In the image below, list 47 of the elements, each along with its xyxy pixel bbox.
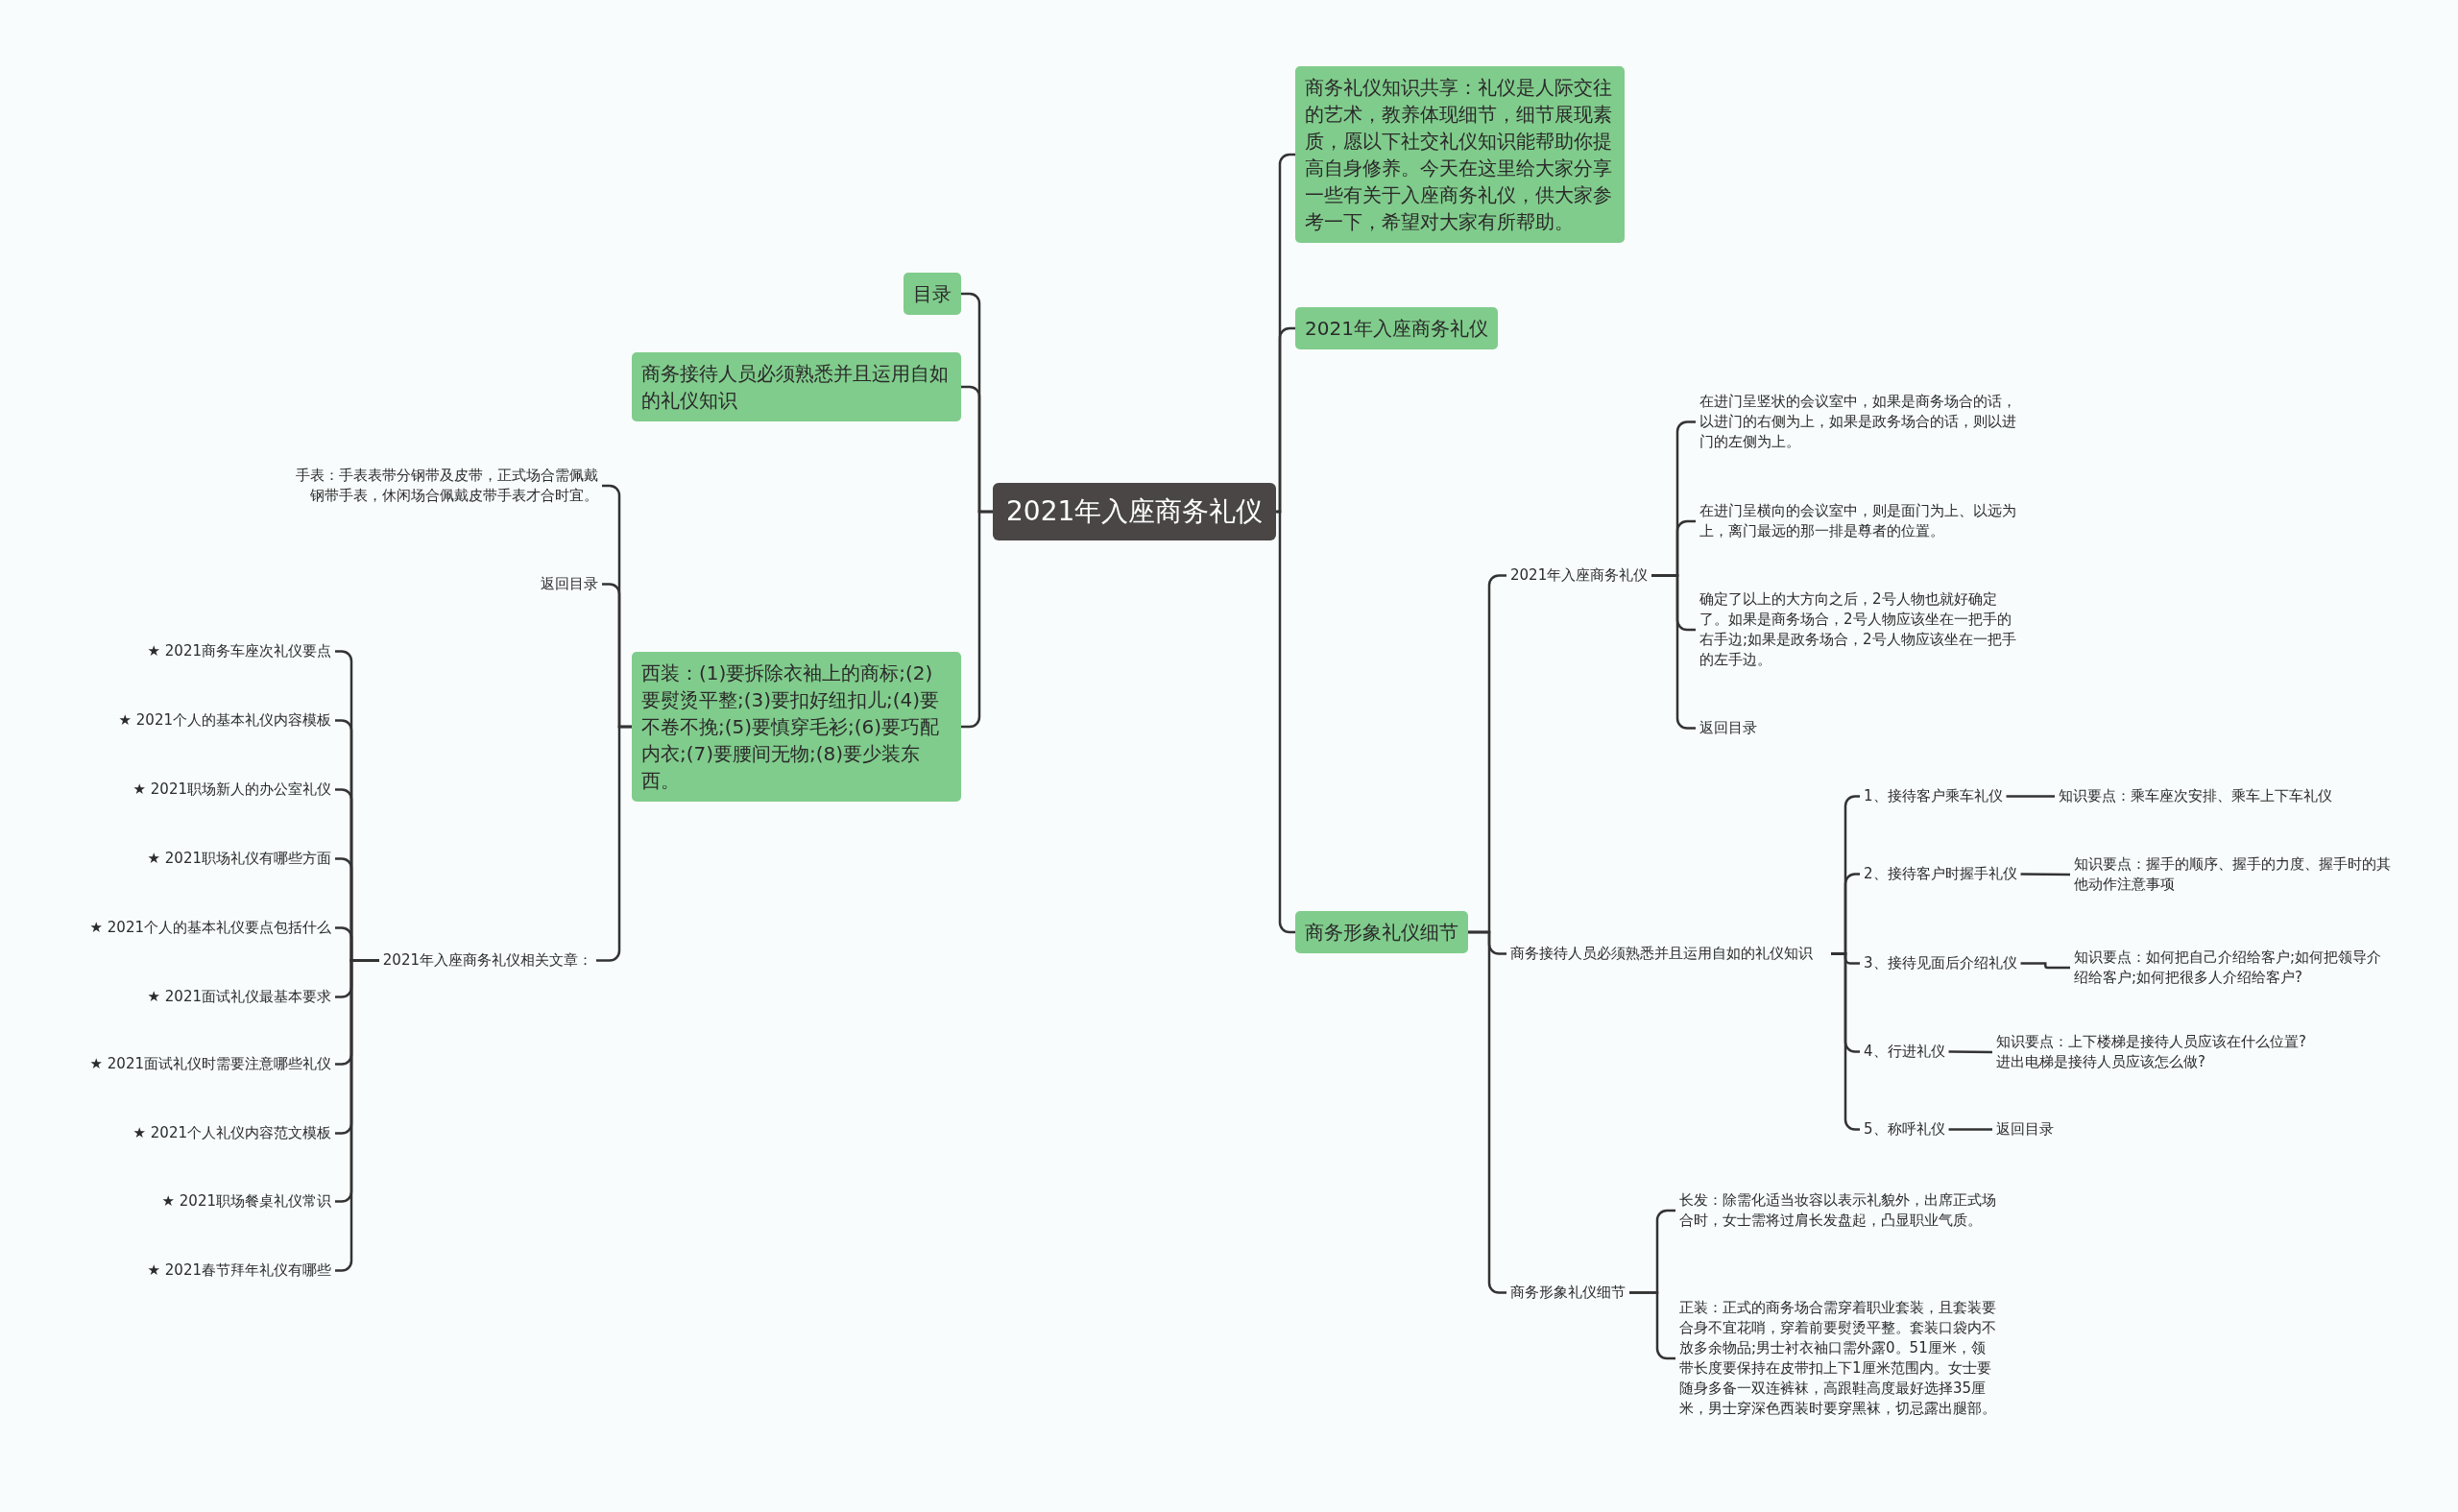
topic-text: 返回目录 [537,574,602,594]
connector-line [2006,795,2055,798]
topic-text: ★ 2021春节拜年礼仪有哪些 [143,1260,335,1281]
topic-text: 知识要点：乘车座次安排、乘车上下车礼仪 [2055,786,2336,806]
topic-text: ★ 2021面试礼仪最基本要求 [143,987,335,1007]
topic-text: 在进门呈横向的会议室中，则是面门为上、以远为上，离门最远的那一排是尊者的位置。 [1696,501,2020,541]
topic-text: ★ 2021职场新人的办公室礼仪 [129,780,335,800]
central-topic-box: 2021年入座商务礼仪 [993,483,1277,540]
topic-text: ★ 2021商务车座次礼仪要点 [143,641,335,661]
topic-text: 1、接待客户乘车礼仪 [1860,786,2007,806]
topic-text: ★ 2021个人礼仪内容范文模板 [129,1123,335,1143]
topic-text: 2021年入座商务礼仪 [1506,565,1652,586]
topic-text: 长发：除需化适当妆容以表示礼貌外，出席正式场合时，女士需将过肩长发盘起，凸显职业气质。 [1675,1190,2000,1231]
topic-text: 在进门呈竖状的会议室中，如果是商务场合的话，以进门的右侧为上，如果是政务场合的话，则以进门的左侧为上。 [1696,392,2020,452]
topic-box: 商务接待人员必须熟悉并且运用自如的礼仪知识 [632,352,961,421]
connector-line [2020,873,2070,876]
connector-line [1948,1128,1992,1131]
topic-text: 商务接待人员必须熟悉并且运用自如的礼仪知识 [1506,944,1831,964]
topic-text: 商务形象礼仪细节 [1506,1283,1629,1303]
topic-text: 确定了以上的大方向之后，2号人物也就好确定了。如果是商务场合，2号人物应该坐在一把手的右手边;如果是政务场合，2号人物应该坐在一把手的左手边。 [1696,589,2020,670]
topic-box: 商务礼仪知识共享：礼仪是人际交往的艺术，教养体现细节，细节展现素质，愿以下社交礼仪知识能帮助你提高自身修养。今天在这里给大家分享一些有关于入座商务礼仪，供大家参考一下，希望对大家有所帮助。 [1295,66,1625,243]
connector-line [961,510,993,729]
topic-text: 手表：手表表带分钢带及皮带，正式场合需佩戴钢带手表，休闲场合佩戴皮带手表才合时宜。 [281,466,602,506]
topic-text: 正装：正式的商务场合需穿着职业套装，且套装要合身不宜花哨，穿着前要熨烫平整。套装口袋内不放多余物品;男士衬衣袖口需外露0。51厘米，领带长度要保持在皮带扣上下1厘米范围内。女士要随身多备一双连裤袜，高跟鞋高度最好选择35厘米，男士穿深色西装时要穿黑袜，切忌露出腿部。 [1675,1298,2000,1419]
topic-text: 知识要点：上下楼梯是接待人员应该在什么位置?进出电梯是接待人员应该怎么做? [1992,1032,2317,1072]
topic-box: 2021年入座商务礼仪 [1295,307,1498,349]
connector-line [1276,326,1295,514]
topic-text: ★ 2021职场餐桌礼仪常识 [157,1191,335,1212]
connector-line [1275,510,1295,934]
topic-text: ★ 2021个人的基本礼仪要点包括什么 [85,918,335,938]
connector-line [1948,1050,1992,1054]
topic-text: 返回目录 [1696,718,1761,738]
topic-text: 知识要点：如何把自己介绍给客户;如何把领导介绍给客户;如何把很多人介绍给客户? [2070,948,2395,988]
topic-text: 知识要点：握手的顺序、握手的力度、握手时的其他动作注意事项 [2070,854,2395,895]
topic-text: ★ 2021职场礼仪有哪些方面 [143,849,335,869]
topic-box: 商务形象礼仪细节 [1295,911,1468,953]
topic-box: 西装：(1)要拆除衣袖上的商标;(2)要熨烫平整;(3)要扣好纽扣儿;(4)要不卷不挽;(5)要慎穿毛衫;(6)要巧配内衣;(7)要腰间无物;(8)要少装东西。 [632,652,961,802]
topic-text: 4、行进礼仪 [1860,1042,1949,1062]
connector-line [2020,962,2070,970]
topic-text: 3、接待见面后介绍礼仪 [1860,953,2021,973]
topic-box: 目录 [904,273,961,315]
topic-text: 5、称呼礼仪 [1860,1119,1949,1140]
topic-text: 2021年入座商务礼仪相关文章： [378,950,596,971]
topic-text: ★ 2021面试礼仪时需要注意哪些礼仪 [85,1054,335,1074]
topic-text: 返回目录 [1992,1119,2058,1140]
topic-text: ★ 2021个人的基本礼仪内容模板 [114,710,335,731]
topic-text: 2、接待客户时握手礼仪 [1860,864,2021,884]
